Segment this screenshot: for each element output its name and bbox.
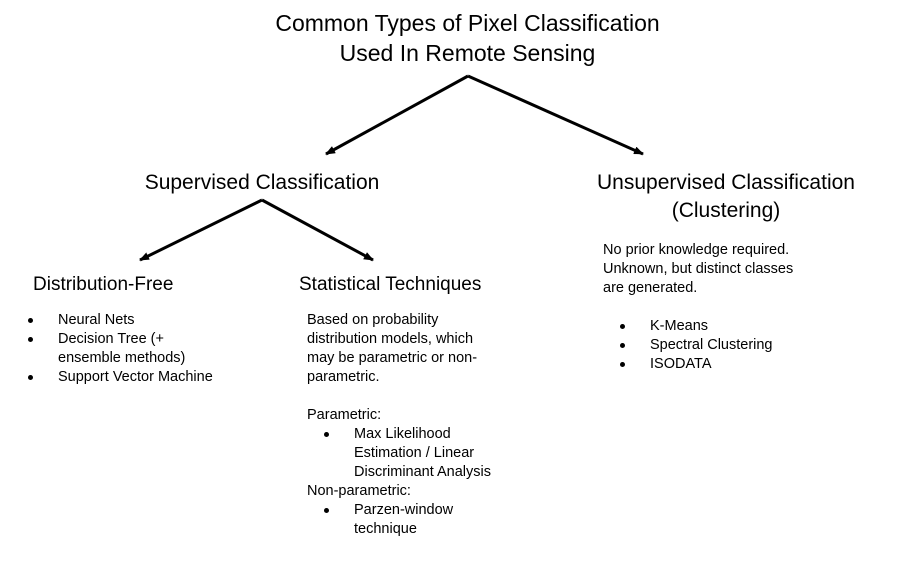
nonparametric-label: Non-parametric: xyxy=(307,483,411,499)
unsupervised-heading-line-1: Unsupervised Classification xyxy=(597,171,855,194)
list-item: ISODATA xyxy=(618,355,818,374)
title-line-1: Common Types of Pixel Classification xyxy=(275,10,660,36)
list-item: Support Vector Machine xyxy=(26,368,226,387)
list-item: Parzen-window technique xyxy=(322,501,472,539)
arrow-supervised-to-distribution-free xyxy=(139,198,263,262)
arrow-title-to-unsupervised xyxy=(467,74,644,156)
statistical-techniques-heading: Statistical Techniques xyxy=(299,274,482,295)
parametric-list: Max Likelihood Estimation / Linear Discr… xyxy=(322,425,512,482)
list-item: Decision Tree (+ ensemble methods) xyxy=(26,330,226,368)
distribution-free-list: Neural Nets Decision Tree (+ ensemble me… xyxy=(26,311,226,387)
statistical-description: Based on probability distribution models… xyxy=(307,312,478,385)
arrow-supervised-to-statistical xyxy=(261,198,374,262)
arrow-title-to-supervised xyxy=(325,74,469,156)
list-item: Max Likelihood Estimation / Linear Discr… xyxy=(322,425,512,482)
list-item: Spectral Clustering xyxy=(618,336,818,355)
unsupervised-list: K-Means Spectral Clustering ISODATA xyxy=(618,317,818,374)
unsupervised-heading-line-2: (Clustering) xyxy=(671,199,781,222)
list-item: Neural Nets xyxy=(26,311,226,330)
supervised-heading: Supervised Classification xyxy=(144,171,380,194)
diagram-title: Common Types of Pixel Classification Use… xyxy=(0,8,915,68)
distribution-free-heading: Distribution-Free xyxy=(33,274,174,295)
title-line-2: Used In Remote Sensing xyxy=(339,40,596,66)
unsupervised-heading: Unsupervised Classification (Clustering) xyxy=(556,169,896,225)
parametric-label: Parametric: xyxy=(307,407,382,423)
unsupervised-description: No prior knowledge required. Unknown, bu… xyxy=(603,242,794,296)
list-item: K-Means xyxy=(618,317,818,336)
nonparametric-list: Parzen-window technique xyxy=(322,501,472,539)
statistical-techniques-body: Based on probability distribution models… xyxy=(307,311,497,539)
